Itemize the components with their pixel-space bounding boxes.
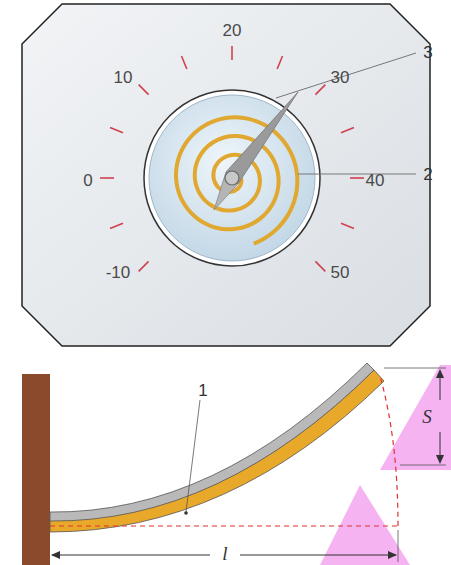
scale-number: 0: [83, 172, 92, 189]
dimension-line: [52, 555, 210, 556]
extension-line: [398, 530, 399, 562]
leader-dot: [184, 511, 188, 515]
dial-rim: [144, 90, 320, 266]
scale-tick: [341, 127, 354, 132]
wall: [22, 374, 50, 565]
scale-tick: [100, 177, 114, 179]
dimension-line: [240, 555, 396, 556]
scale-tick: [315, 85, 325, 95]
highlight: [380, 365, 451, 470]
dimension-label: l: [222, 544, 227, 563]
bimetal-spiral: [176, 117, 297, 243]
pointer-tail: [214, 172, 238, 210]
leader-line: [298, 174, 416, 175]
arrowhead: [388, 551, 397, 559]
callout-number: 3: [423, 44, 432, 61]
rest-position: [50, 525, 398, 526]
dial-face: [149, 95, 315, 261]
pointer: [226, 92, 298, 184]
scale-tick: [350, 177, 364, 179]
arrowhead: [51, 551, 60, 559]
extension-line: [400, 465, 446, 466]
dial-panel: [22, 4, 430, 346]
tip-arc: [380, 376, 398, 526]
highlight: [320, 485, 410, 565]
scale-number: -10: [106, 264, 131, 281]
scale-tick: [231, 46, 233, 60]
scale-number: 10: [114, 69, 133, 86]
strip-layer: [50, 363, 374, 521]
scale-number: 30: [331, 69, 350, 86]
extension-line: [384, 368, 446, 369]
scale-tick: [139, 85, 149, 95]
leader-line: [186, 400, 200, 512]
scale-tick: [181, 56, 186, 69]
scale-number: 20: [223, 22, 242, 39]
scale-tick: [315, 261, 325, 271]
scale-tick: [110, 127, 123, 132]
leader-line: [276, 53, 416, 98]
scale-tick: [277, 56, 282, 69]
callout-number: 2: [423, 166, 432, 183]
scale-ticks: [100, 46, 364, 271]
arrowhead: [436, 369, 444, 378]
scale-tick: [341, 223, 354, 228]
pointer-hub: [225, 171, 239, 185]
scale-tick: [110, 223, 123, 228]
callout-number: 1: [198, 382, 207, 399]
scale-number: 50: [331, 264, 350, 281]
scale-number: 40: [366, 172, 385, 189]
dimension-label: S: [422, 407, 432, 426]
scale-tick: [139, 261, 149, 271]
arrowhead: [436, 455, 444, 464]
